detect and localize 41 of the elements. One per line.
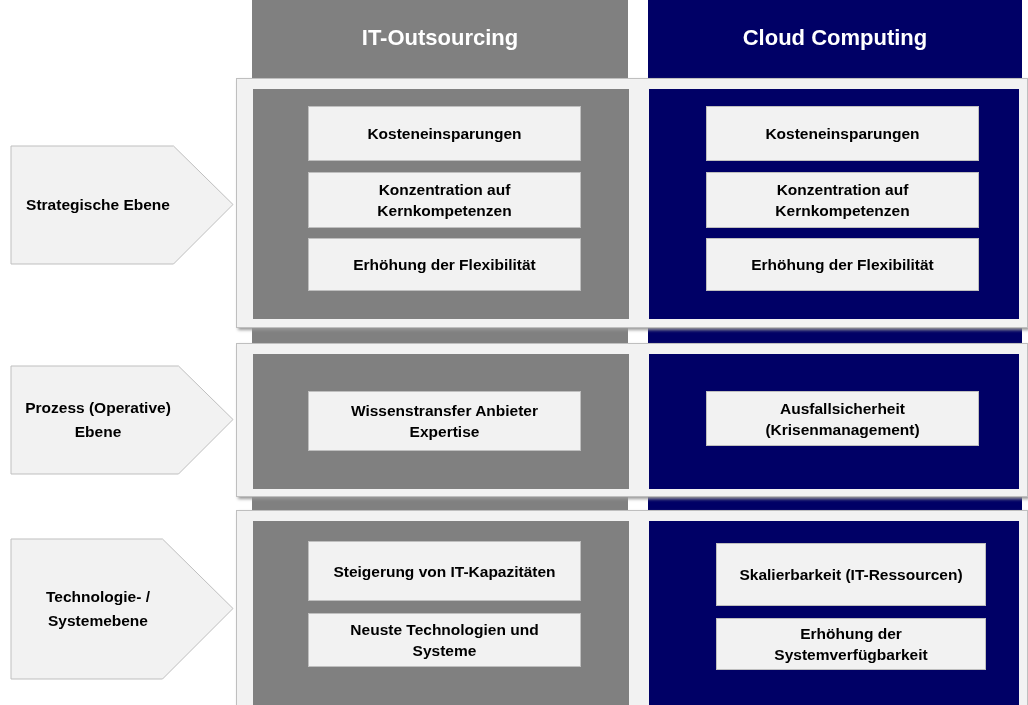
row-label: Prozess (Operative) Ebene — [24, 398, 172, 442]
column-cell — [649, 354, 1019, 489]
column-cell — [253, 354, 629, 489]
box-text: Steigerung von IT-Kapazitäten — [333, 561, 556, 582]
text-box — [308, 613, 581, 667]
text-box — [308, 106, 581, 161]
box-text: Wissenstransfer Anbieter Expertise — [349, 401, 540, 442]
row-label-arrow — [10, 145, 234, 265]
column-cell — [649, 89, 1019, 319]
box-text: Skalierbarkeit (IT-Ressourcen) — [739, 565, 963, 585]
box-text: Erhöhung der Systemverfügbarkeit — [773, 624, 929, 665]
box-text: Ausfallsicherheit (Krisenmanagement) — [764, 398, 921, 440]
row-band — [236, 78, 1028, 328]
column-title: Cloud Computing — [742, 24, 928, 51]
column-cell — [253, 521, 629, 705]
box-text: Kosteneinsparungen — [765, 124, 920, 144]
text-box — [706, 172, 979, 228]
box-text: Konzentration auf Kernkompetenzen — [774, 180, 911, 221]
text-box — [706, 391, 979, 446]
box-text: Konzentration auf Kernkompetenzen — [376, 180, 513, 221]
row-label-arrow — [10, 365, 234, 475]
box-text: Kosteneinsparungen — [367, 124, 522, 144]
text-box — [716, 543, 986, 606]
text-box — [308, 172, 581, 228]
text-box — [308, 238, 581, 291]
text-box — [706, 238, 979, 291]
box-text: Erhöhung der Flexibilität — [353, 255, 536, 275]
row-band — [236, 510, 1028, 705]
text-box — [308, 541, 581, 601]
column-cell — [649, 521, 1019, 705]
box-text: Neuste Technologien und Systeme — [349, 620, 540, 661]
text-box — [706, 106, 979, 161]
row-band — [236, 343, 1028, 497]
box-text: Erhöhung der Flexibilität — [751, 255, 934, 275]
row-label: Technologie- / Systemebene — [45, 587, 151, 631]
column-title: IT-Outsourcing — [361, 24, 519, 51]
row-label-arrow — [10, 538, 234, 680]
text-box — [308, 391, 581, 451]
column-cell — [253, 89, 629, 319]
row-label: Strategische Ebene — [25, 195, 171, 215]
text-box — [716, 618, 986, 670]
